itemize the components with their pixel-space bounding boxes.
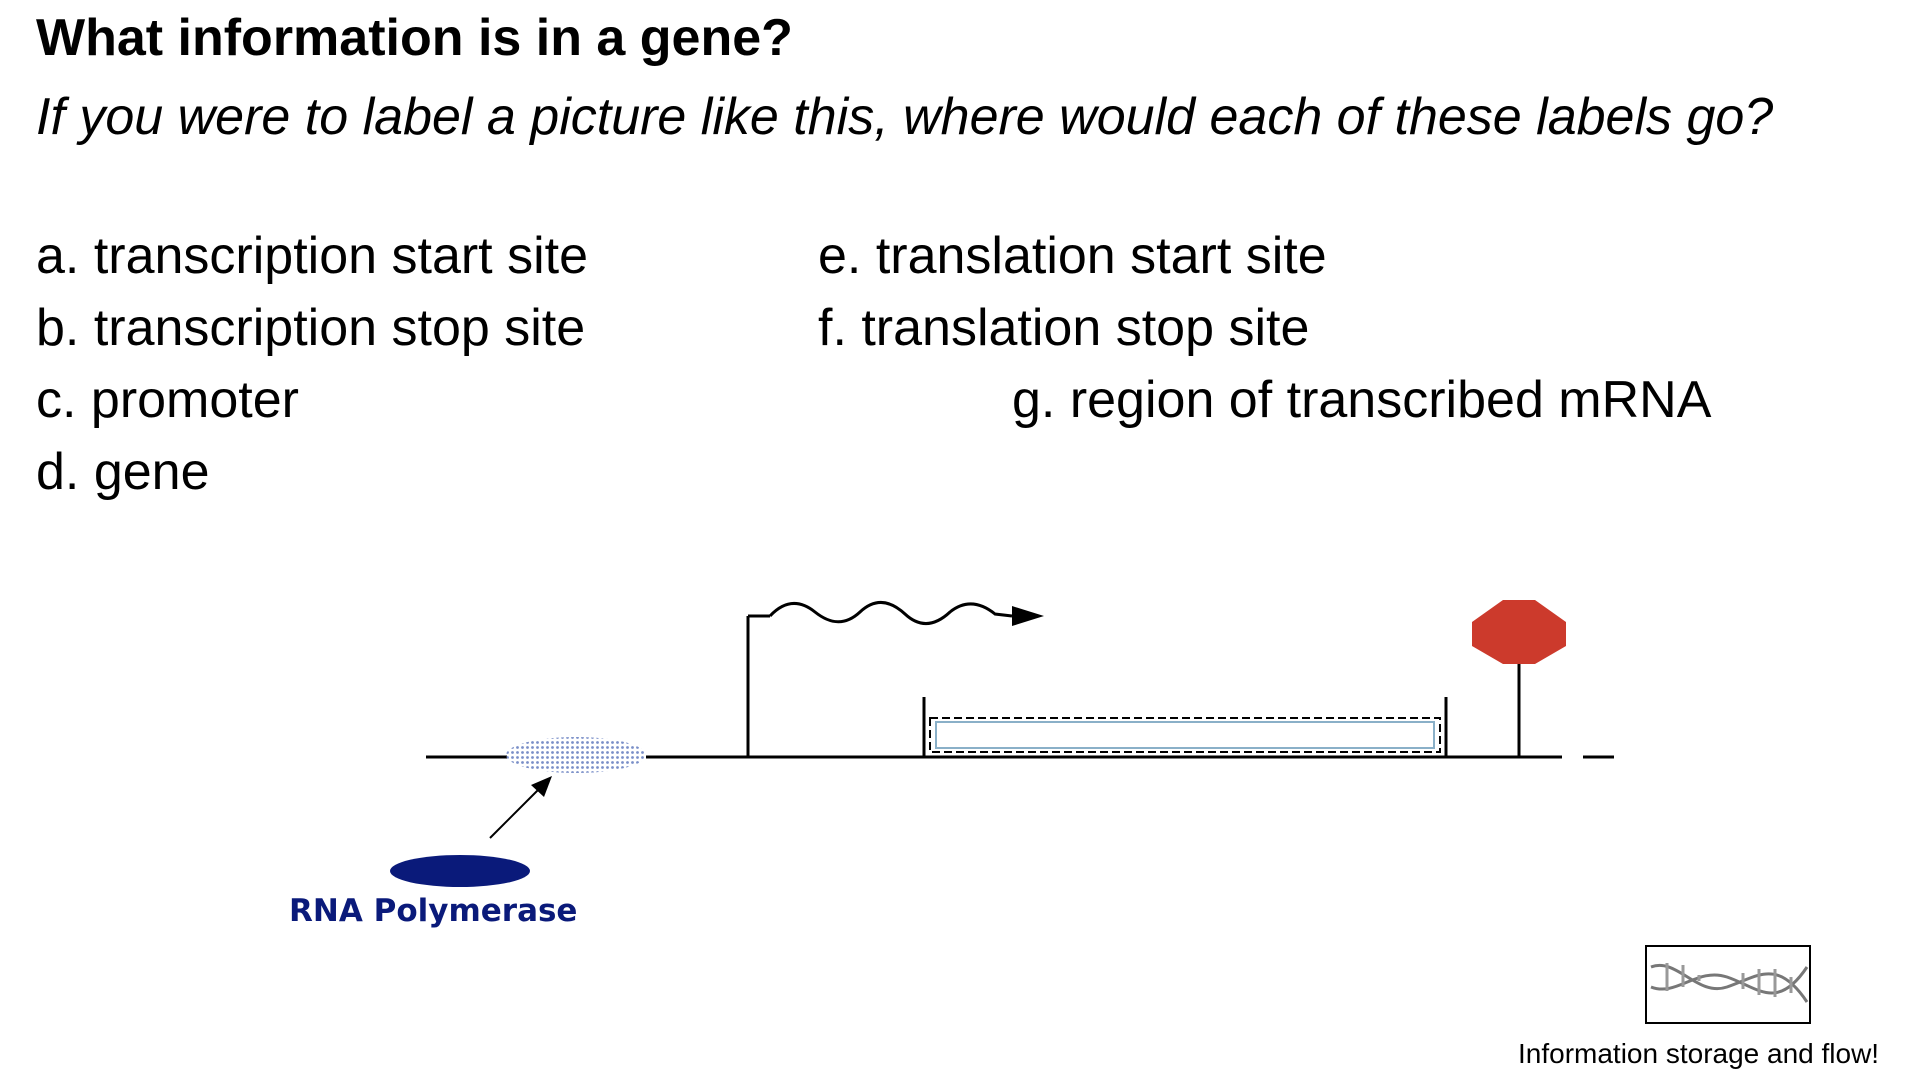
promoter-region — [506, 737, 646, 773]
rna-polymerase-shape — [390, 855, 530, 887]
label-f: f. translation stop site — [818, 299, 1310, 357]
binding-arrow-shaft — [489, 785, 543, 839]
label-a: a. transcription start site — [36, 227, 588, 285]
label-e: e. translation start site — [818, 227, 1327, 285]
gene-coding-region-inner — [935, 721, 1435, 749]
footer-caption: Information storage and flow! — [1518, 1038, 1880, 1069]
label-d: d. gene — [36, 443, 210, 501]
slide-title: What information is in a gene? — [36, 9, 793, 67]
dna-helix-icon — [1650, 963, 1809, 1003]
dna-helix-thumbnail — [1645, 945, 1811, 1024]
rna-polymerase-label: RNA Polymerase — [289, 893, 577, 929]
mrna-arrow-head — [1012, 606, 1044, 626]
slide-subtitle: If you were to label a picture like this… — [36, 88, 1774, 146]
label-c: c. promoter — [36, 371, 299, 429]
stop-sign-icon — [1472, 600, 1566, 664]
label-b: b. transcription stop site — [36, 299, 586, 357]
label-g: g. region of transcribed mRNA — [1012, 371, 1712, 429]
mrna-wavy-arrow — [768, 601, 1013, 625]
binding-arrow-head — [531, 776, 552, 797]
